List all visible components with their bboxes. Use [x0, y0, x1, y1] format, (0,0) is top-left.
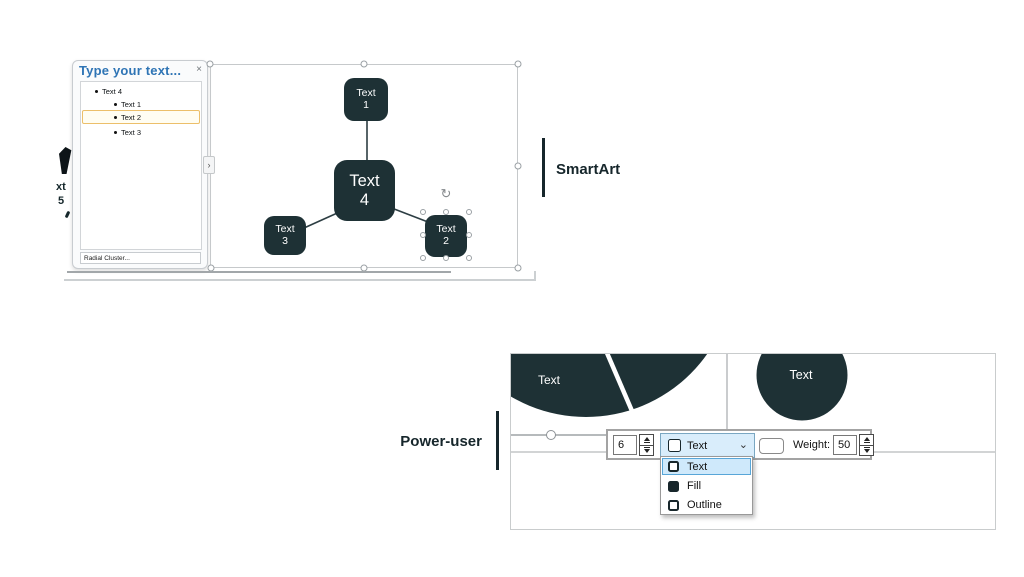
resize-handle[interactable]	[514, 60, 522, 68]
dropdown-option-fill[interactable]: Fill	[668, 477, 701, 495]
resize-handle[interactable]	[466, 209, 472, 215]
list-item-label: Text 4	[102, 86, 123, 96]
circle-shape[interactable]	[756, 354, 848, 421]
arrow-bar	[863, 441, 870, 443]
format-toolbar: Text ⌄ Weight:	[606, 429, 874, 460]
text-pane-title: Type your text...	[79, 63, 182, 78]
target-dropdown-value: Text	[687, 439, 708, 452]
divider	[67, 271, 451, 273]
outline-swatch-icon	[668, 499, 679, 511]
resize-handle[interactable]	[466, 255, 472, 261]
list-item[interactable]: Text 4	[95, 85, 122, 97]
arrow-up-icon	[643, 436, 650, 441]
dropdown-option-label: Outline	[687, 499, 722, 511]
target-dropdown-menu: Text Fill Outline	[660, 456, 753, 515]
chevron-down-icon: ⌄	[738, 439, 748, 451]
list-item-label: Text 2	[121, 112, 142, 122]
spin-down-button[interactable]	[859, 445, 874, 456]
diagram-node-text2[interactable]: Text 2	[425, 215, 467, 257]
dropdown-option-label: Fill	[687, 480, 702, 492]
resize-handle[interactable]	[420, 232, 426, 238]
outline-swatch-icon	[668, 461, 679, 472]
resize-handle[interactable]	[420, 209, 426, 215]
guide-line	[511, 434, 607, 436]
resize-handle[interactable]	[466, 232, 472, 238]
panel-divider	[726, 353, 728, 431]
bullet-icon	[114, 115, 117, 119]
pie-shape[interactable]	[511, 354, 734, 417]
target-dropdown[interactable]: Text ⌄	[660, 433, 755, 458]
power-user-panel	[510, 353, 996, 530]
spin-down-button[interactable]	[639, 445, 654, 456]
resize-handle[interactable]	[514, 162, 522, 170]
dropdown-option-label: Text	[687, 460, 708, 473]
divider	[64, 279, 536, 281]
list-item-label: Text 1	[121, 99, 142, 109]
smartart-text-pane: Type your text... × Text 4 Text 1 Text 2…	[72, 60, 208, 269]
diagram-node-text3[interactable]: Text 3	[264, 216, 306, 255]
filled-swatch-icon	[668, 480, 679, 492]
clipped-text-fragment: 5	[58, 195, 65, 207]
size-stepper	[639, 434, 654, 456]
arrow-bar	[863, 447, 870, 449]
diagram-node-text4[interactable]: Text 4	[334, 160, 395, 221]
outline-swatch-icon	[668, 439, 681, 452]
pane-collapse-button[interactable]: ›	[203, 156, 215, 174]
bullet-icon	[95, 89, 98, 93]
list-item[interactable]: Text 1	[114, 98, 141, 110]
arrow-down-icon	[863, 449, 870, 454]
shape-preview	[511, 354, 848, 421]
divider	[534, 271, 536, 281]
list-item[interactable]: Text 3	[114, 126, 141, 138]
slider-handle[interactable]	[546, 430, 556, 440]
resize-handle[interactable]	[514, 264, 522, 272]
annotation-bar	[496, 411, 499, 470]
list-item-label: Text 3	[121, 127, 142, 137]
bullet-icon	[114, 102, 117, 106]
resize-handle[interactable]	[360, 60, 368, 68]
bullet-icon	[114, 130, 117, 134]
resize-handle[interactable]	[443, 255, 449, 261]
pie-shape-label: Text	[538, 373, 561, 387]
annotation-bar	[542, 138, 545, 197]
diagram-node-text1[interactable]: Text 1	[344, 78, 388, 121]
spin-up-button[interactable]	[859, 434, 874, 446]
dropdown-option-text[interactable]: Text	[662, 458, 751, 475]
resize-handle[interactable]	[443, 209, 449, 215]
spin-up-button[interactable]	[639, 434, 654, 446]
close-icon[interactable]: ×	[196, 64, 202, 75]
weight-stepper	[859, 434, 874, 456]
clipped-mark-fragment	[64, 210, 71, 219]
weight-label: Weight:	[793, 439, 831, 451]
arrow-bar	[643, 441, 650, 443]
arrow-up-icon	[863, 436, 870, 441]
rotate-handle-icon[interactable]: ↻	[440, 186, 452, 201]
resize-handle[interactable]	[420, 255, 426, 261]
arrow-bar	[643, 447, 650, 449]
circle-shape-label: Text	[789, 368, 813, 382]
color-swatch-button[interactable]	[759, 438, 784, 454]
pie-slice-divider	[604, 354, 635, 412]
power-user-annotation-label: Power-user	[400, 433, 482, 450]
arrow-down-icon	[643, 449, 650, 454]
text-pane-list: Text 4 Text 1 Text 2 Text 3	[80, 81, 202, 250]
weight-input[interactable]	[833, 435, 857, 455]
list-item-selected[interactable]: Text 2	[82, 110, 200, 124]
clipped-text-fragment: xt	[56, 181, 66, 193]
dropdown-option-outline[interactable]: Outline	[668, 496, 722, 514]
layout-name-status: Radial Cluster...	[80, 252, 201, 264]
smartart-annotation-label: SmartArt	[556, 161, 621, 178]
size-input[interactable]	[613, 435, 637, 455]
clipped-shape-fragment	[59, 147, 72, 174]
resize-handle[interactable]	[206, 60, 214, 68]
